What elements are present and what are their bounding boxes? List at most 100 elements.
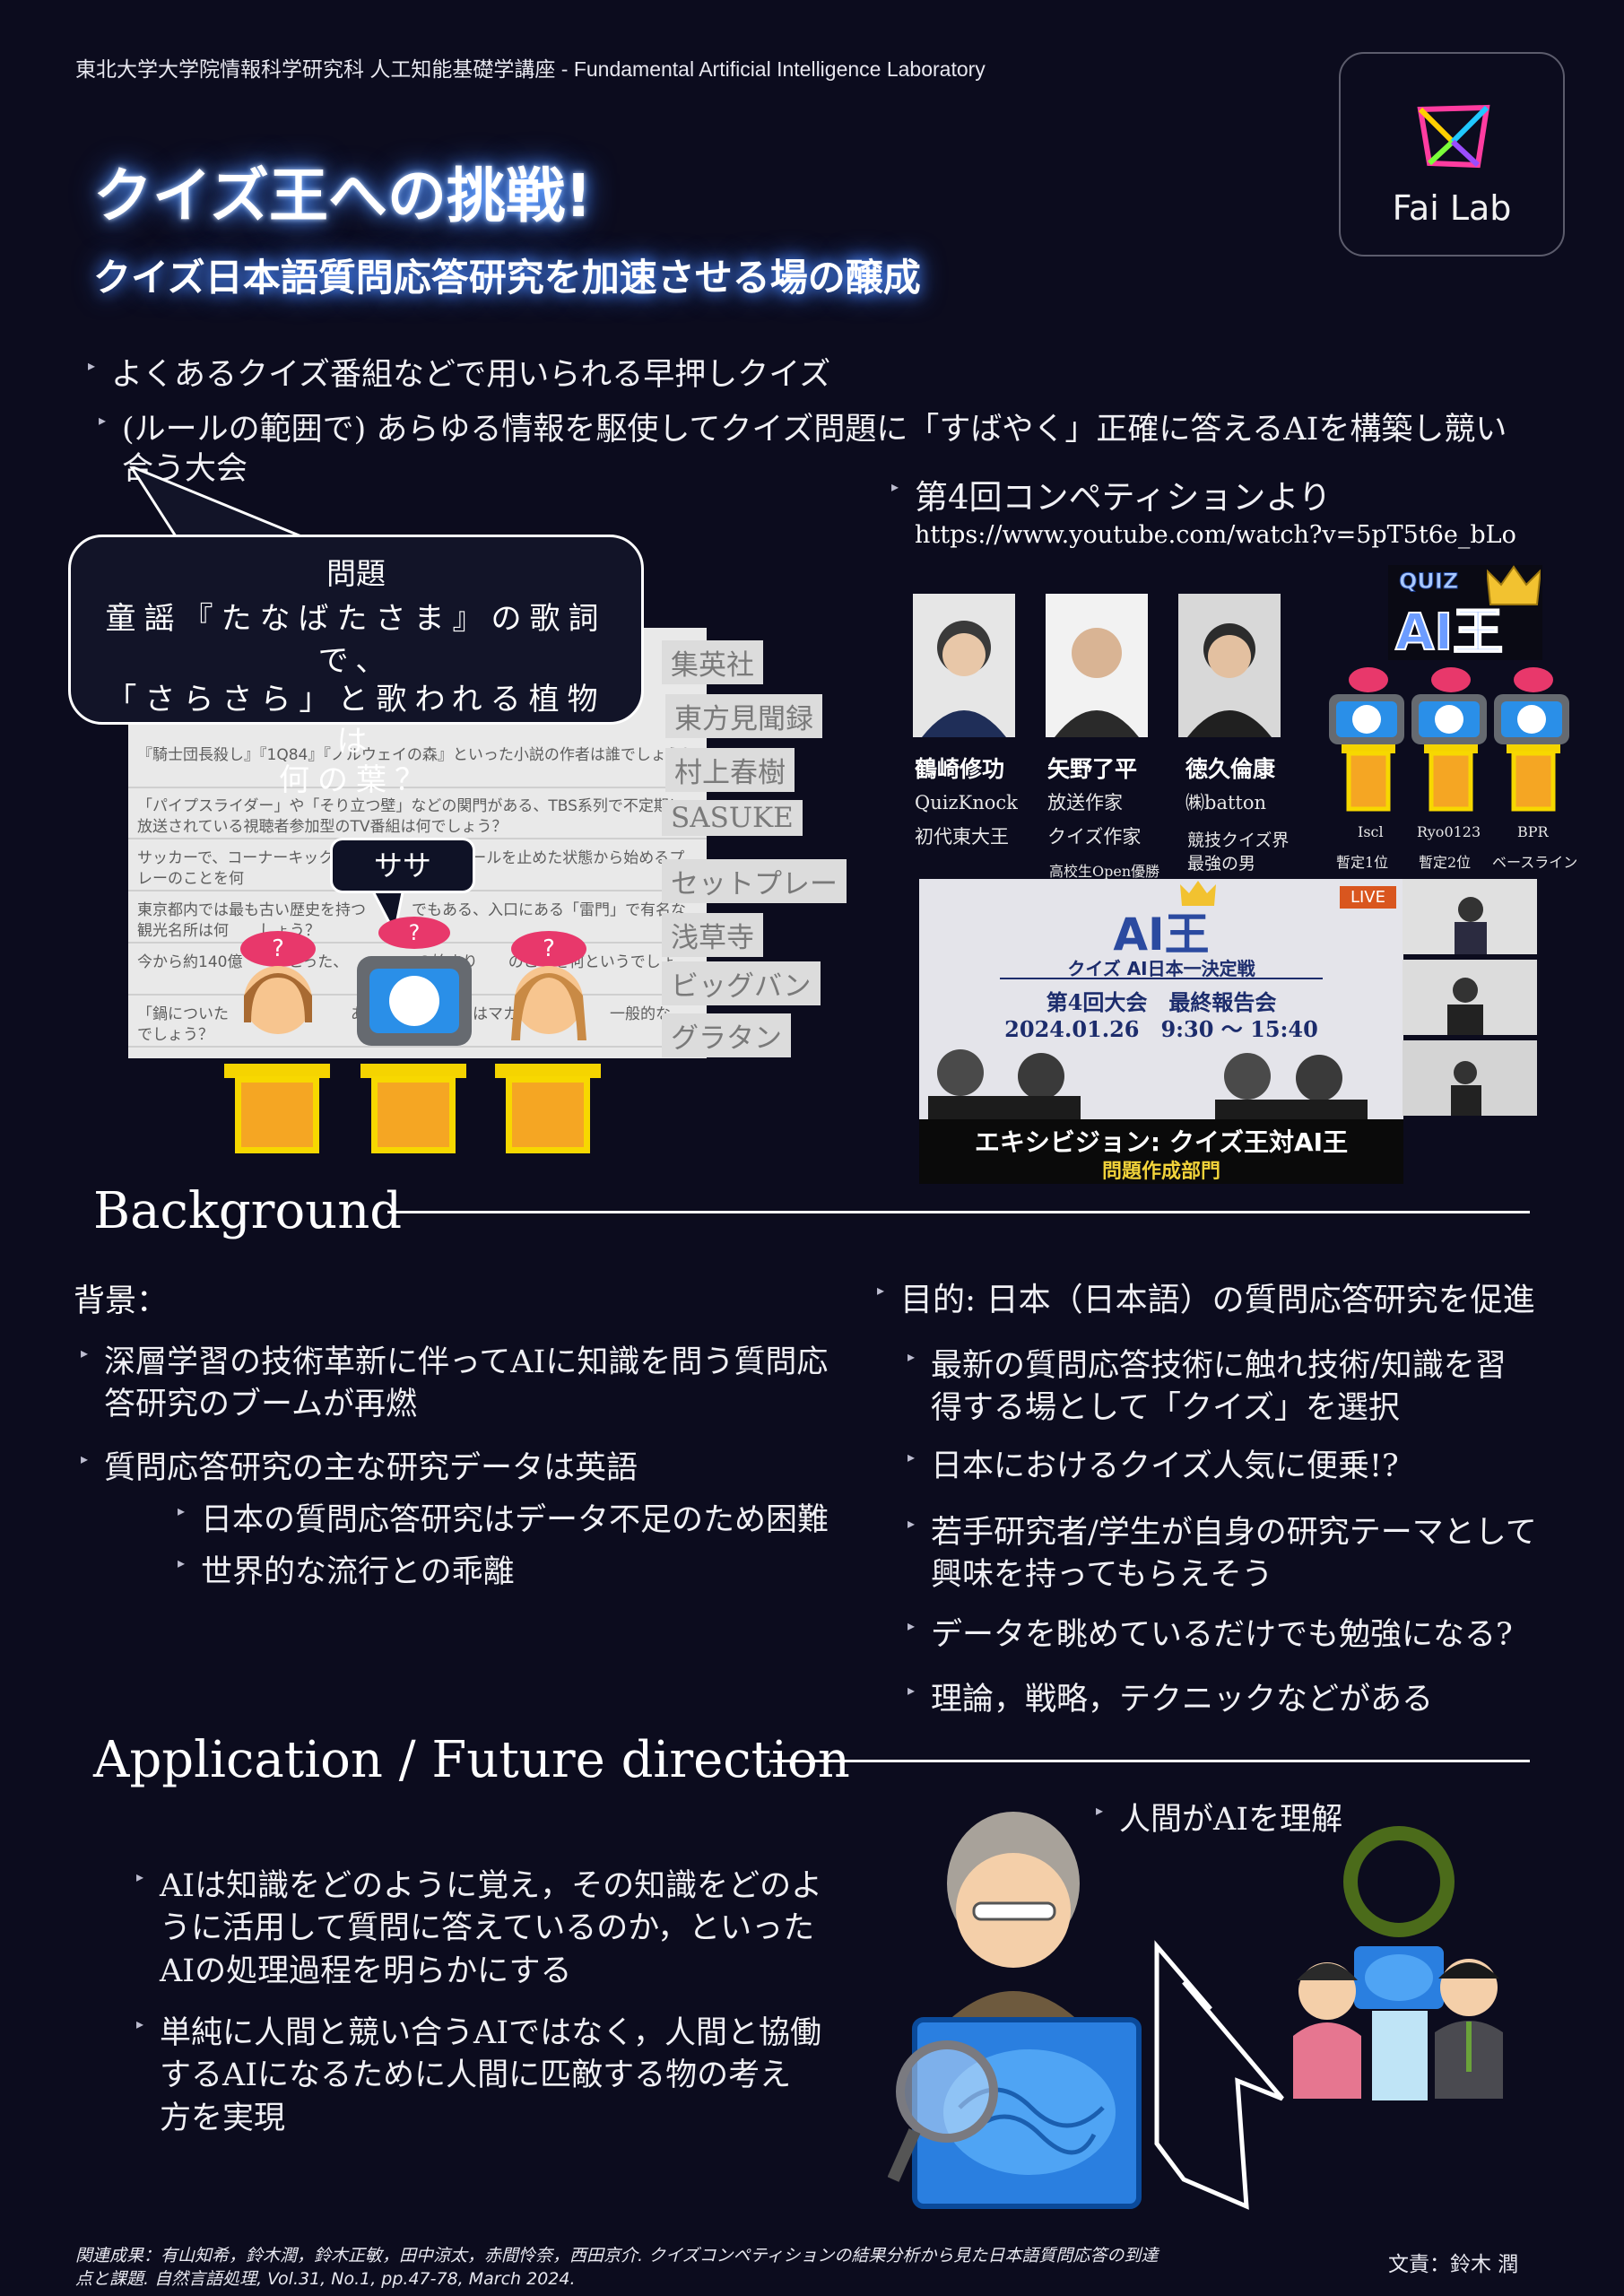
video-band-sub: 問題作成部門	[1101, 1161, 1220, 1183]
section-divider	[769, 1760, 1530, 1762]
ai-logo-top: QUIZ	[1398, 569, 1459, 595]
answer-label: 村上春樹	[665, 748, 795, 792]
background-bullet: 深層学習の技術革新に伴ってAIに知識を問う質問応 答研究のブームが再燃	[81, 1342, 829, 1427]
ai-logo-main: AI王	[1394, 603, 1504, 663]
bullet-line: 最新の質問応答技術に触れ技術/知識を習	[931, 1348, 1507, 1384]
bullet-line: 興味を持ってもらえそう	[931, 1557, 1273, 1594]
section-divider	[387, 1211, 1530, 1213]
answer-label: ビッグバン	[662, 961, 821, 1005]
intro-bullet-1: よくあるクイズ番組などで用いられる早押しクイズ	[88, 354, 830, 396]
intro-bullet-2: (ルールの範囲で) あらゆる情報を駆使してクイズ問題に「すばやく」正確に答えるA…	[99, 409, 1507, 451]
person-desc: クイズ作家	[1047, 826, 1142, 848]
bullet-line: 答研究のブームが再燃	[104, 1387, 417, 1423]
bullet-line: 方を実現	[160, 2100, 286, 2136]
person-desc: ㈱batton	[1185, 792, 1267, 813]
poster-subtitle: クイズ日本語質問応答研究を加速させる場の醸成	[93, 256, 921, 300]
question-line: 「さらさら」と歌われる植物は	[106, 681, 606, 760]
crown-icon	[1487, 565, 1541, 605]
application-bullet: AIは知識をどのように覚え，その知識をどのよ うに活用して質問に答えているのか，…	[136, 1866, 823, 1993]
podium	[235, 1076, 319, 1153]
video-thumbnail	[1403, 879, 1537, 954]
ai-teams-illustration	[1329, 667, 1569, 812]
people-with-ai-icon	[1293, 1946, 1503, 2100]
person-desc: 高校生Open優勝	[1049, 863, 1160, 880]
person-desc: 最強の男	[1187, 854, 1256, 874]
person-photo	[1178, 594, 1281, 737]
author-credit: 文責：鈴木 潤	[1388, 2253, 1519, 2276]
competition-url[interactable]: https://www.youtube.com/watch?v=5pT5t6e_…	[915, 521, 1516, 549]
ai-contestant-icon: ?	[357, 917, 472, 1046]
purpose-sub-bullet: 理論，戦略，テクニックなどがある	[908, 1679, 1433, 1721]
video-screenshot: LIVE AI王 クイズ AI日本一決定戦 第4回大会 最終報告会 2024.0…	[919, 879, 1403, 1184]
bullet-line: 若手研究者/学生が自身の研究テーマとして	[931, 1515, 1537, 1551]
podium-top	[360, 1064, 466, 1078]
video-thumbnail	[1403, 960, 1537, 1035]
background-bullet: 質問応答研究の主な研究データは英語	[81, 1448, 638, 1490]
person-desc: 競技クイズ界	[1187, 831, 1290, 850]
question-line: 童謡『たなばたさま』の歌詞で、	[105, 601, 607, 679]
question-line: 何の葉？	[279, 761, 433, 798]
person-photo	[1046, 594, 1148, 737]
ai-team-rank: 暫定1位	[1336, 854, 1389, 871]
human-studying-ai-illustration	[888, 1812, 1503, 2210]
svg-text:?: ?	[543, 935, 555, 962]
poster-title: クイズ王への挑戦!	[93, 161, 593, 230]
question-row: 『騎士団長殺し』『1Q84』『ノルウェイの森』といった小説の作者は誰でしょう？	[128, 740, 707, 788]
answer-label: グラタン	[662, 1013, 791, 1057]
contestant-girl-icon: ?	[240, 931, 316, 1034]
person-silhouette-icon	[1178, 594, 1281, 737]
purpose-sub-bullet: 最新の質問応答技術に触れ技術/知識を習 得する場として「クイズ」を選択	[908, 1345, 1507, 1431]
purpose-bullet: 目的: 日本（日本語）の質問応答研究を促進	[877, 1279, 1535, 1323]
bullet-line: 単純に人間と競い合うAIではなく，人間と協働	[160, 2015, 822, 2051]
correct-circle-icon	[1343, 1826, 1455, 1937]
magnifying-glass-icon	[888, 2040, 998, 2182]
contestant-woman-icon: ?	[511, 931, 586, 1040]
ai-king-logo: QUIZ AI王	[1388, 565, 1542, 663]
video-thumbnail	[1403, 1040, 1537, 1116]
application-bullet: 単純に人間と競い合うAIではなく，人間と協働 するAIになるために人間に匹敵する…	[136, 2013, 822, 2140]
podium	[506, 1076, 590, 1153]
ai-team-name: BPR	[1517, 823, 1549, 840]
answer-label: セットプレー	[662, 859, 847, 903]
reference-line: 点と課題. 自然言語処理, Vol.31, No.1, pp.47-78, Ma…	[75, 2268, 576, 2289]
reference-line: 関連成果：有山知希，鈴木潤，鈴木正敏，田中涼太，赤間怜奈，西田京介. クイズコン…	[75, 2246, 1159, 2266]
answer-label: 浅草寺	[662, 913, 763, 957]
person-silhouette-icon	[1046, 594, 1148, 737]
related-reference: 関連成果：有山知希，鈴木潤，鈴木正敏，田中涼太，赤間怜奈，西田京介. クイズコン…	[75, 2245, 1313, 2291]
live-badge: LIVE	[1339, 886, 1396, 909]
fai-lab-logo: Fai Lab	[1339, 52, 1565, 257]
person-silhouette-icon	[1403, 1040, 1537, 1116]
background-sub-bullet: 日本の質問応答研究はデータ不足のため困難	[178, 1500, 829, 1542]
video-date: 2024.01.26 9:30 ～ 15:40	[1004, 1016, 1318, 1042]
person-desc: 初代東大王	[915, 826, 1009, 848]
video-divider	[1000, 978, 1323, 979]
human-ai-bullet: 人間がAIを理解	[1096, 1799, 1342, 1841]
bullet-line: AIは知識をどのように覚え，その知識をどのよ	[160, 1868, 823, 1904]
background-label: 背景：	[74, 1283, 169, 1319]
ai-team-rank: 暫定2位	[1419, 854, 1472, 871]
section-title-application: Application / Future direction	[93, 1731, 850, 1789]
svg-text:?: ?	[272, 935, 284, 962]
bullet-line: 深層学習の技術革新に伴ってAIに知識を問う質問応	[104, 1344, 829, 1380]
ai-team-rank: ベースライン	[1492, 854, 1578, 871]
bullet-line: 得する場として「クイズ」を選択	[931, 1390, 1400, 1427]
video-band-title: エキシビジョン: クイズ王対AI王	[974, 1127, 1349, 1157]
quiz-contestants-illustration: ? ? ?	[240, 917, 586, 1046]
person-silhouette-icon	[1403, 960, 1537, 1035]
video-event: 第4回大会 最終報告会	[1046, 989, 1277, 1015]
competition-title: 第4回コンペティションより	[891, 475, 1332, 520]
answer-label: 集英社	[662, 640, 763, 684]
person-silhouette-icon	[1403, 879, 1537, 954]
person-name: 鶴崎修功	[915, 756, 1005, 782]
person-desc: QuizKnock	[915, 792, 1018, 813]
bullet-line: するAIになるために人間に匹敵する物の考え	[160, 2057, 792, 2094]
purpose-sub-bullet: 日本におけるクイズ人気に便乗!?	[908, 1446, 1399, 1488]
ai-team-name: Iscl	[1358, 823, 1384, 840]
background-sub-bullet: 世界的な流行との乖離	[178, 1552, 515, 1594]
logo-text: Fai Lab	[1392, 188, 1512, 228]
affiliation: 東北大学大学院情報科学研究科 人工知能基礎学講座 - Fundamental A…	[75, 57, 986, 81]
purpose-sub-bullet: データを眺めているだけでも勉強になる?	[908, 1614, 1513, 1657]
svg-text:?: ?	[409, 920, 421, 945]
ai-team-name: Ryo0123	[1417, 823, 1481, 840]
podium	[371, 1076, 456, 1153]
